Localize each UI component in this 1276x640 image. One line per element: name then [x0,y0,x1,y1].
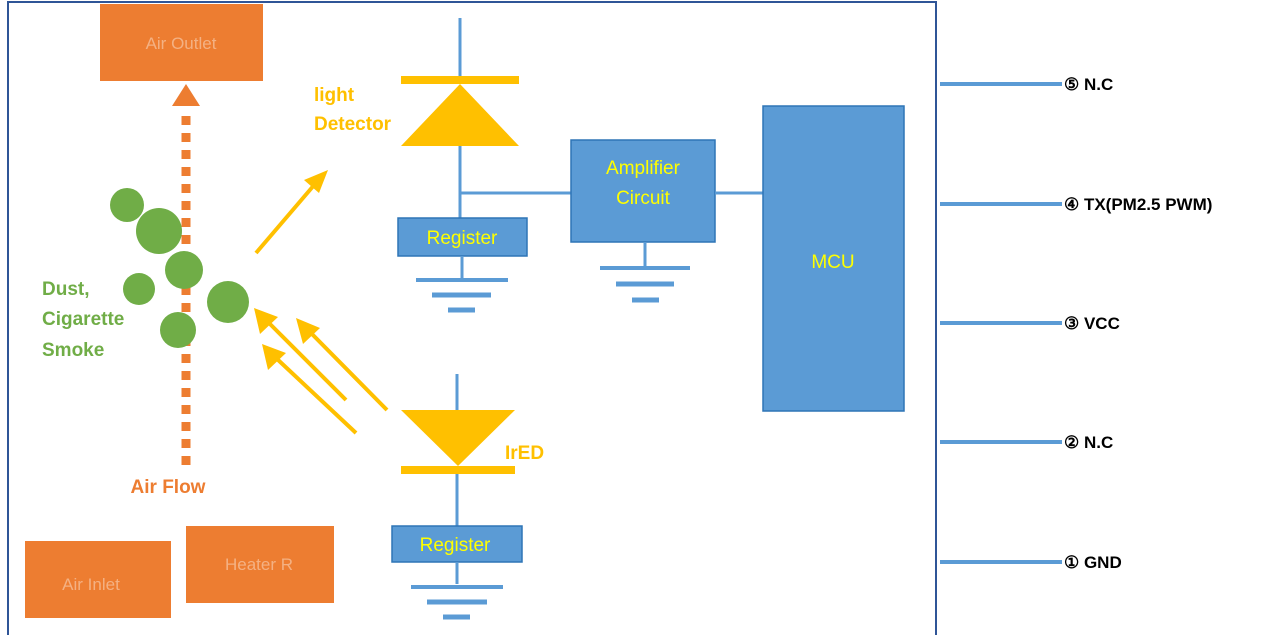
module-frame [7,1,937,640]
ground-symbol [411,562,503,620]
dust-particle [160,312,196,348]
dust-label-line3: Smoke [42,340,104,361]
pin-3: ③ VCC [940,314,1120,333]
dust-particle [136,208,182,254]
dust-particle [123,273,155,305]
register-top-label: Register [427,228,498,249]
dust-particle [165,251,203,289]
light-detector-symbol [401,18,519,218]
air-flow-arrowhead [172,84,200,106]
dust-label: Dust, Cigarette Smoke [42,279,124,361]
scattered-light-arrow [254,170,328,255]
pin-5: ⑤ N.C [940,75,1113,94]
register-bottom-label: Register [420,535,491,556]
pin-2-label: ② N.C [1064,433,1113,452]
ground-symbol [600,242,690,303]
mcu-block: MCU [762,105,905,412]
dust-particle [207,281,249,323]
pin-4: ④ TX(PM2.5 PWM) [940,195,1212,214]
dust-particle [110,188,144,222]
pin-5-label: ⑤ N.C [1064,75,1113,94]
heater-block: Heater R [186,526,334,603]
air-inlet-block: Air Inlet [25,541,171,618]
dust-label-line2: Cigarette [42,309,124,330]
mcu-label: MCU [811,252,854,273]
ired-label: IrED [505,443,544,464]
pin-3-label: ③ VCC [1064,314,1120,333]
register-bottom: Register [391,525,523,563]
pin-1: ① GND [940,553,1122,572]
amplifier-label-line2: Circuit [616,188,671,209]
light-detector-label-line2: Detector [314,114,392,135]
air-flow-label: Air Flow [131,477,206,498]
air-inlet-label: Air Inlet [62,575,120,594]
pin-1-label: ① GND [1064,553,1122,572]
heater-label: Heater R [225,555,293,574]
incident-light-arrows [254,308,389,435]
pin-2: ② N.C [940,433,1113,452]
pin-4-label: ④ TX(PM2.5 PWM) [1064,195,1212,214]
register-top: Register [397,217,528,257]
ired-symbol [401,374,515,526]
air-outlet-block: Air Outlet [100,4,263,81]
amplifier-label-line1: Amplifier [606,158,681,179]
light-detector-label-line1: light [314,85,355,106]
dust-label-line1: Dust, [42,279,90,300]
dust-particles [110,188,249,348]
air-outlet-label: Air Outlet [146,34,217,53]
ground-symbol [416,256,508,313]
amplifier-circuit: Amplifier Circuit [570,139,716,243]
